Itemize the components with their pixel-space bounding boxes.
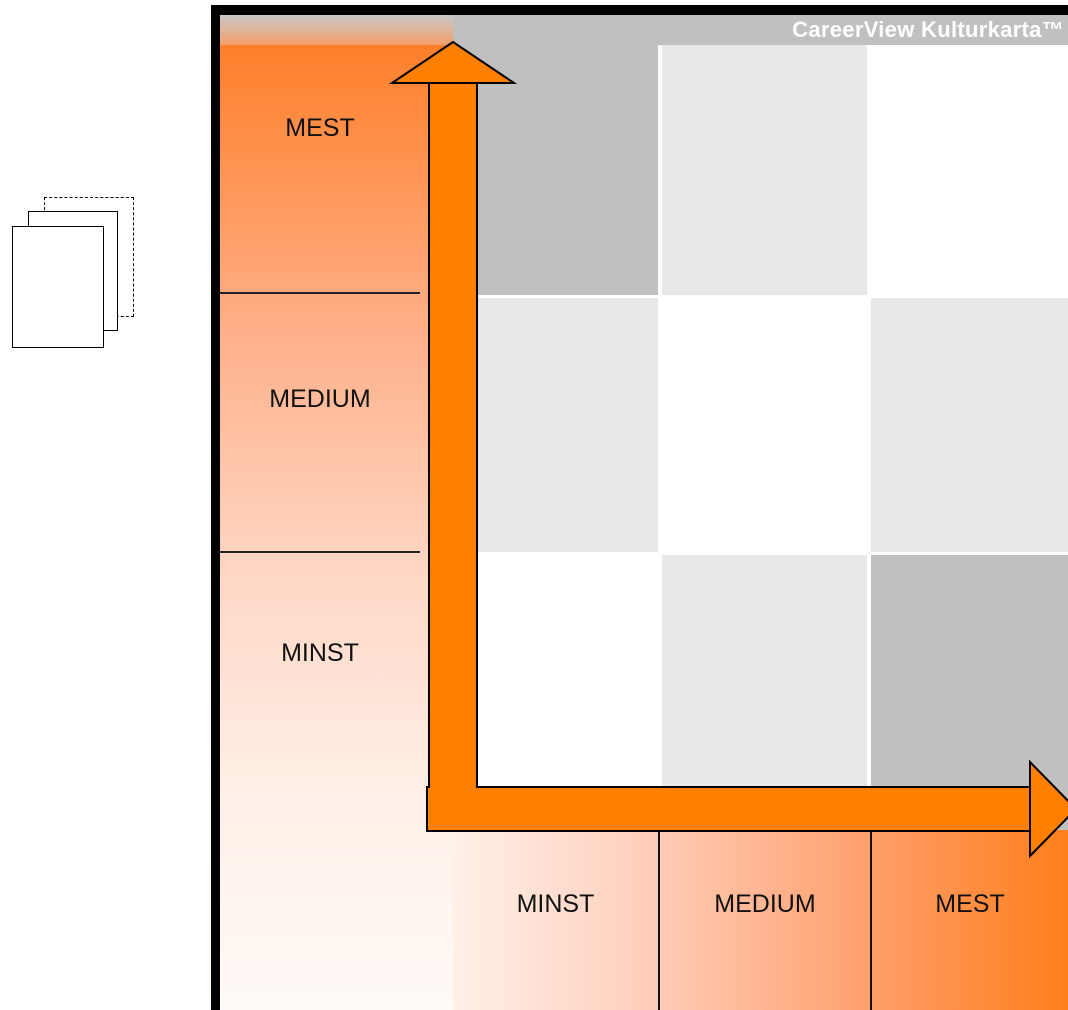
y-axis-arrow-shaft: [428, 80, 478, 790]
arrow-joint: [430, 784, 476, 790]
x-label-medium: MEDIUM: [714, 890, 816, 918]
grid-cell-r3-c1: [453, 555, 658, 830]
grid-cell-r1-c3: [871, 45, 1068, 295]
grid-cell-r1-c2: [662, 45, 867, 295]
grid-cell-r1-c1: [453, 45, 658, 295]
y-label-most: MEST: [285, 114, 355, 142]
title-bar: CareerView Kulturkarta™: [220, 15, 1068, 45]
stacked-pages-icon: [0, 0, 140, 360]
grid-cell-r2-c1: [453, 298, 658, 552]
y-axis-label-column: MEST MEDIUM MINST: [220, 45, 453, 1010]
x-divider: [658, 830, 660, 1010]
x-axis-arrow-head: [1029, 759, 1068, 859]
culture-map-canvas: CareerView Kulturkarta™ MEST MEDIUM MINS…: [220, 15, 1068, 1010]
x-label-least: MINST: [516, 890, 595, 918]
culture-map: CareerView Kulturkarta™ MEST MEDIUM MINS…: [211, 5, 1068, 1010]
grid-cell-r2-c3: [871, 298, 1068, 552]
x-label-most: MEST: [935, 890, 1005, 918]
y-label-least: MINST: [281, 639, 359, 667]
y-axis-arrow-head: [388, 40, 518, 84]
grid-cell-r2-c2: [662, 298, 867, 552]
y-label-medium: MEDIUM: [269, 385, 371, 413]
x-divider: [870, 830, 872, 1010]
title-bar-accent: [220, 15, 453, 45]
x-axis-arrow-shaft: [426, 786, 1036, 832]
page-front-icon: [12, 226, 104, 348]
y-divider: [220, 292, 420, 294]
grid-cell-r3-c2: [662, 555, 867, 830]
x-axis-label-row: MINST MEDIUM MEST: [453, 830, 1068, 1010]
y-divider: [220, 551, 420, 553]
map-title: CareerView Kulturkarta™: [792, 17, 1064, 42]
